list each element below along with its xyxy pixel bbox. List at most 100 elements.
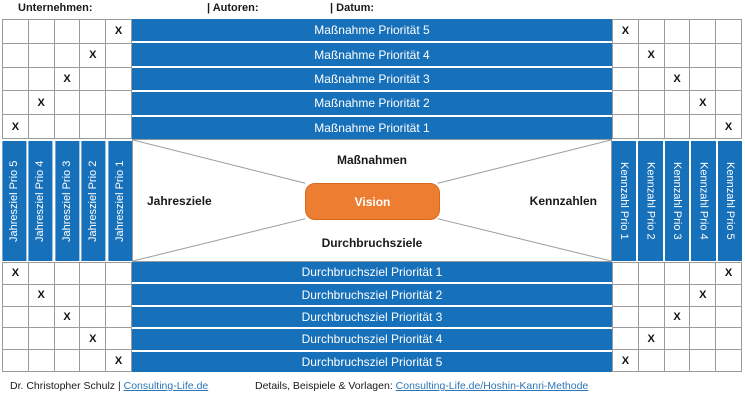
jahresziel-column[interactable]: Jahresziel Prio 3 [54,141,80,261]
matrix-cell[interactable] [664,263,690,284]
author-link[interactable]: Consulting-Life.de [123,380,209,392]
kennzahl-column[interactable]: Kennzahl Prio 2 [638,141,663,261]
matrix-cell[interactable] [3,328,28,350]
matrix-cell[interactable] [80,350,106,371]
details-link[interactable]: Consulting-Life.de/Hoshin-Kanri-Methode [395,380,589,392]
matrix-cell[interactable] [3,43,28,67]
matrix-cell[interactable] [716,328,741,350]
matrix-cell[interactable] [690,67,716,91]
matrix-cell[interactable] [613,43,638,67]
matrix-cell[interactable] [54,43,80,67]
kennzahl-column[interactable]: Kennzahl Prio 3 [664,141,690,261]
matrix-cell[interactable] [80,115,106,138]
matrix-cell[interactable] [106,328,131,350]
matrix-cell[interactable] [638,20,664,43]
matrix-cell[interactable] [716,20,741,43]
matrix-cell[interactable] [80,284,106,306]
matrix-cell[interactable] [28,20,54,43]
kennzahl-column[interactable]: Kennzahl Prio 4 [691,141,716,261]
matrix-cell[interactable]: X [106,350,131,371]
matrix-cell[interactable] [106,306,131,328]
matrix-cell[interactable]: X [54,67,80,91]
matrix-cell[interactable] [638,263,664,284]
kennzahl-column[interactable]: Kennzahl Prio 1 [612,141,637,261]
massnahme-bar[interactable]: Maßnahme Priorität 2 [132,92,612,115]
matrix-cell[interactable] [613,115,638,138]
jahresziel-column[interactable]: Jahresziel Prio 2 [81,141,106,261]
matrix-cell[interactable] [690,306,716,328]
jahresziel-column[interactable]: Jahresziel Prio 5 [2,141,27,261]
matrix-cell[interactable]: X [54,306,80,328]
matrix-cell[interactable] [3,20,28,43]
matrix-cell[interactable] [106,91,131,115]
matrix-cell[interactable] [54,263,80,284]
matrix-cell[interactable] [638,284,664,306]
matrix-cell[interactable] [664,284,690,306]
matrix-cell[interactable] [613,67,638,91]
matrix-cell[interactable] [3,350,28,371]
durchbruchsziel-bar[interactable]: Durchbruchsziel Priorität 2 [132,284,612,305]
matrix-cell[interactable] [638,350,664,371]
matrix-cell[interactable] [54,20,80,43]
matrix-cell[interactable] [613,328,638,350]
matrix-cell[interactable] [3,67,28,91]
matrix-cell[interactable] [664,91,690,115]
matrix-cell[interactable] [613,306,638,328]
kennzahl-column[interactable]: Kennzahl Prio 5 [717,141,742,261]
matrix-cell[interactable] [54,284,80,306]
matrix-cell[interactable] [664,20,690,43]
matrix-cell[interactable] [664,350,690,371]
durchbruchsziel-bar[interactable]: Durchbruchsziel Priorität 4 [132,329,612,350]
matrix-cell[interactable]: X [638,43,664,67]
matrix-cell[interactable]: X [690,284,716,306]
matrix-cell[interactable] [664,43,690,67]
matrix-cell[interactable] [54,115,80,138]
matrix-cell[interactable] [638,306,664,328]
matrix-cell[interactable]: X [613,20,638,43]
matrix-cell[interactable]: X [3,263,28,284]
matrix-cell[interactable] [28,263,54,284]
matrix-cell[interactable]: X [716,115,741,138]
vision-box[interactable]: Vision [305,183,440,220]
matrix-cell[interactable] [613,284,638,306]
matrix-cell[interactable] [638,91,664,115]
matrix-cell[interactable] [3,306,28,328]
durchbruchsziel-bar[interactable]: Durchbruchsziel Priorität 5 [132,351,612,373]
matrix-cell[interactable] [106,43,131,67]
durchbruchsziel-bar[interactable]: Durchbruchsziel Priorität 3 [132,306,612,328]
matrix-cell[interactable] [716,91,741,115]
matrix-cell[interactable] [28,350,54,371]
matrix-cell[interactable] [664,328,690,350]
matrix-cell[interactable] [28,67,54,91]
massnahme-bar[interactable]: Maßnahme Priorität 5 [132,19,612,42]
matrix-cell[interactable] [716,284,741,306]
matrix-cell[interactable] [54,350,80,371]
matrix-cell[interactable]: X [690,91,716,115]
matrix-cell[interactable]: X [664,306,690,328]
matrix-cell[interactable] [613,91,638,115]
jahresziel-column[interactable]: Jahresziel Prio 1 [107,141,132,261]
matrix-cell[interactable] [690,43,716,67]
matrix-cell[interactable] [106,67,131,91]
matrix-cell[interactable] [80,67,106,91]
matrix-cell[interactable] [80,306,106,328]
matrix-cell[interactable]: X [638,328,664,350]
matrix-cell[interactable]: X [80,328,106,350]
matrix-cell[interactable]: X [80,43,106,67]
massnahme-bar[interactable]: Maßnahme Priorität 3 [132,67,612,91]
matrix-cell[interactable] [716,67,741,91]
matrix-cell[interactable]: X [613,350,638,371]
matrix-cell[interactable] [716,350,741,371]
massnahme-bar[interactable]: Maßnahme Priorität 1 [132,116,612,140]
matrix-cell[interactable] [690,263,716,284]
matrix-cell[interactable] [690,350,716,371]
massnahme-bar[interactable]: Maßnahme Priorität 4 [132,43,612,66]
matrix-cell[interactable] [3,284,28,306]
matrix-cell[interactable]: X [3,115,28,138]
matrix-cell[interactable]: X [664,67,690,91]
matrix-cell[interactable] [28,306,54,328]
matrix-cell[interactable] [638,67,664,91]
matrix-cell[interactable] [54,91,80,115]
durchbruchsziel-bar[interactable]: Durchbruchsziel Priorität 1 [132,262,612,283]
matrix-cell[interactable]: X [28,284,54,306]
